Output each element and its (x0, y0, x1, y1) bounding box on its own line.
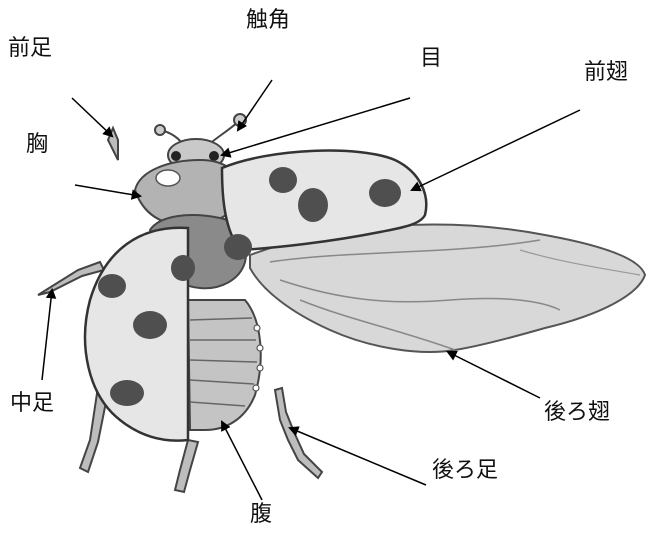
arrow-eye (222, 98, 410, 155)
label-foreleg: 前足 (8, 38, 52, 60)
arrow-hindwing (448, 352, 540, 398)
label-hindwing: 後ろ翅 (544, 402, 610, 424)
arrow-abdomen (222, 422, 262, 500)
label-abdomen: 腹 (250, 504, 272, 526)
arrow-midleg (42, 290, 52, 380)
label-midleg: 中足 (10, 393, 54, 415)
arrow-forewing (412, 110, 580, 190)
label-antenna: 触角 (246, 10, 290, 32)
arrow-thorax (75, 185, 140, 196)
label-forewing: 前翅 (584, 62, 628, 84)
label-eye: 目 (420, 48, 442, 70)
arrow-hindleg (290, 428, 426, 485)
arrow-antenna (238, 80, 272, 130)
abdomen (188, 300, 263, 430)
arrow-foreleg (72, 98, 112, 136)
label-hindleg: 後ろ足 (432, 460, 498, 482)
label-thorax: 胸 (26, 134, 48, 156)
